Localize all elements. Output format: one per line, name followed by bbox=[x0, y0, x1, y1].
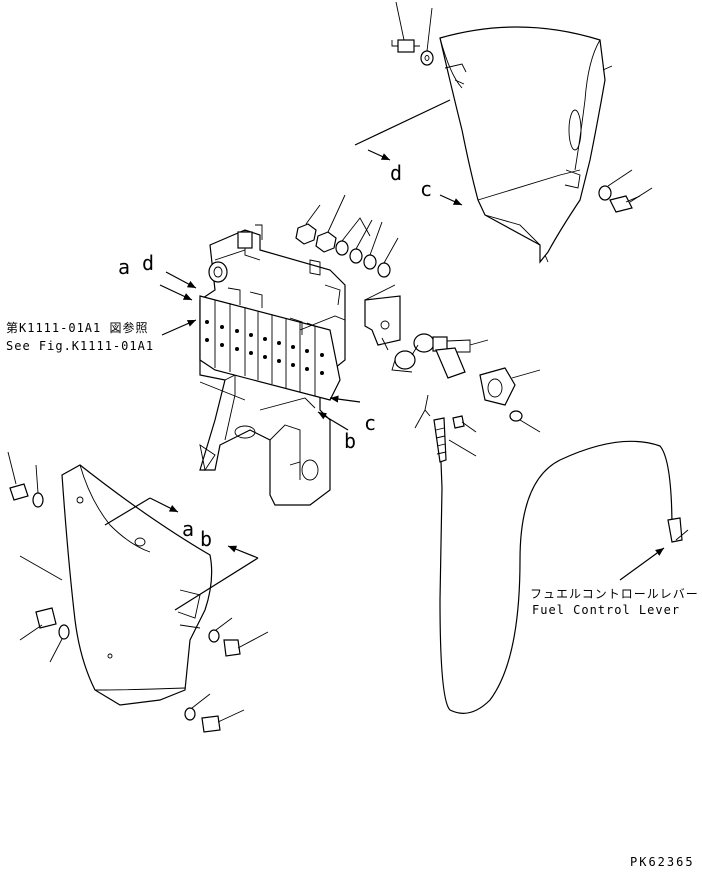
lower-cover bbox=[61, 464, 213, 706]
washer-lower-left-bottom bbox=[49, 624, 70, 663]
bolt-lower-bottom bbox=[201, 709, 245, 733]
label-a-bottom: a bbox=[182, 517, 194, 541]
small-bracket bbox=[364, 284, 401, 351]
ref-line-d bbox=[354, 99, 451, 146]
label-c-top: c bbox=[420, 177, 432, 201]
bolt-top bbox=[391, 1, 420, 53]
drawing-code: PK62365 bbox=[630, 855, 695, 869]
bolt-lower-left-top bbox=[7, 451, 29, 501]
bolt-right bbox=[609, 187, 653, 213]
label-d-right: d bbox=[390, 161, 402, 185]
label-a-top: a bbox=[118, 255, 130, 279]
reference-label-jp: 第K1111-01A1 図参照 bbox=[6, 320, 148, 335]
washer-right bbox=[598, 169, 633, 201]
fuel-control-cable bbox=[433, 417, 689, 714]
pin-clip bbox=[414, 394, 477, 433]
knob-fitting bbox=[413, 333, 489, 379]
switch-bank bbox=[199, 287, 346, 401]
washer-lower-left-top bbox=[32, 464, 44, 508]
fuel-lever-label-jp: フュエルコントロールレバー bbox=[530, 587, 699, 601]
label-c-mid: c bbox=[364, 411, 376, 435]
label-b-mid: b bbox=[344, 429, 356, 453]
label-b-bottom: b bbox=[200, 527, 212, 551]
bolt-lower-right bbox=[223, 631, 269, 657]
label-d-top: d bbox=[142, 251, 154, 275]
nut-washer-stack bbox=[295, 194, 399, 278]
washer-lower-right bbox=[208, 617, 233, 643]
fuel-lever-label-en: Fuel Control Lever bbox=[532, 603, 680, 617]
bolt-lower-left-bottom bbox=[19, 607, 57, 641]
washer-top bbox=[420, 7, 434, 66]
washer-lower-bottom bbox=[184, 693, 211, 721]
reference-label-en: See Fig.K1111-01A1 bbox=[6, 339, 154, 353]
small-nut bbox=[509, 410, 541, 433]
control-knob bbox=[479, 367, 541, 406]
bolt-mid bbox=[391, 344, 419, 373]
upper-cover bbox=[439, 26, 613, 264]
